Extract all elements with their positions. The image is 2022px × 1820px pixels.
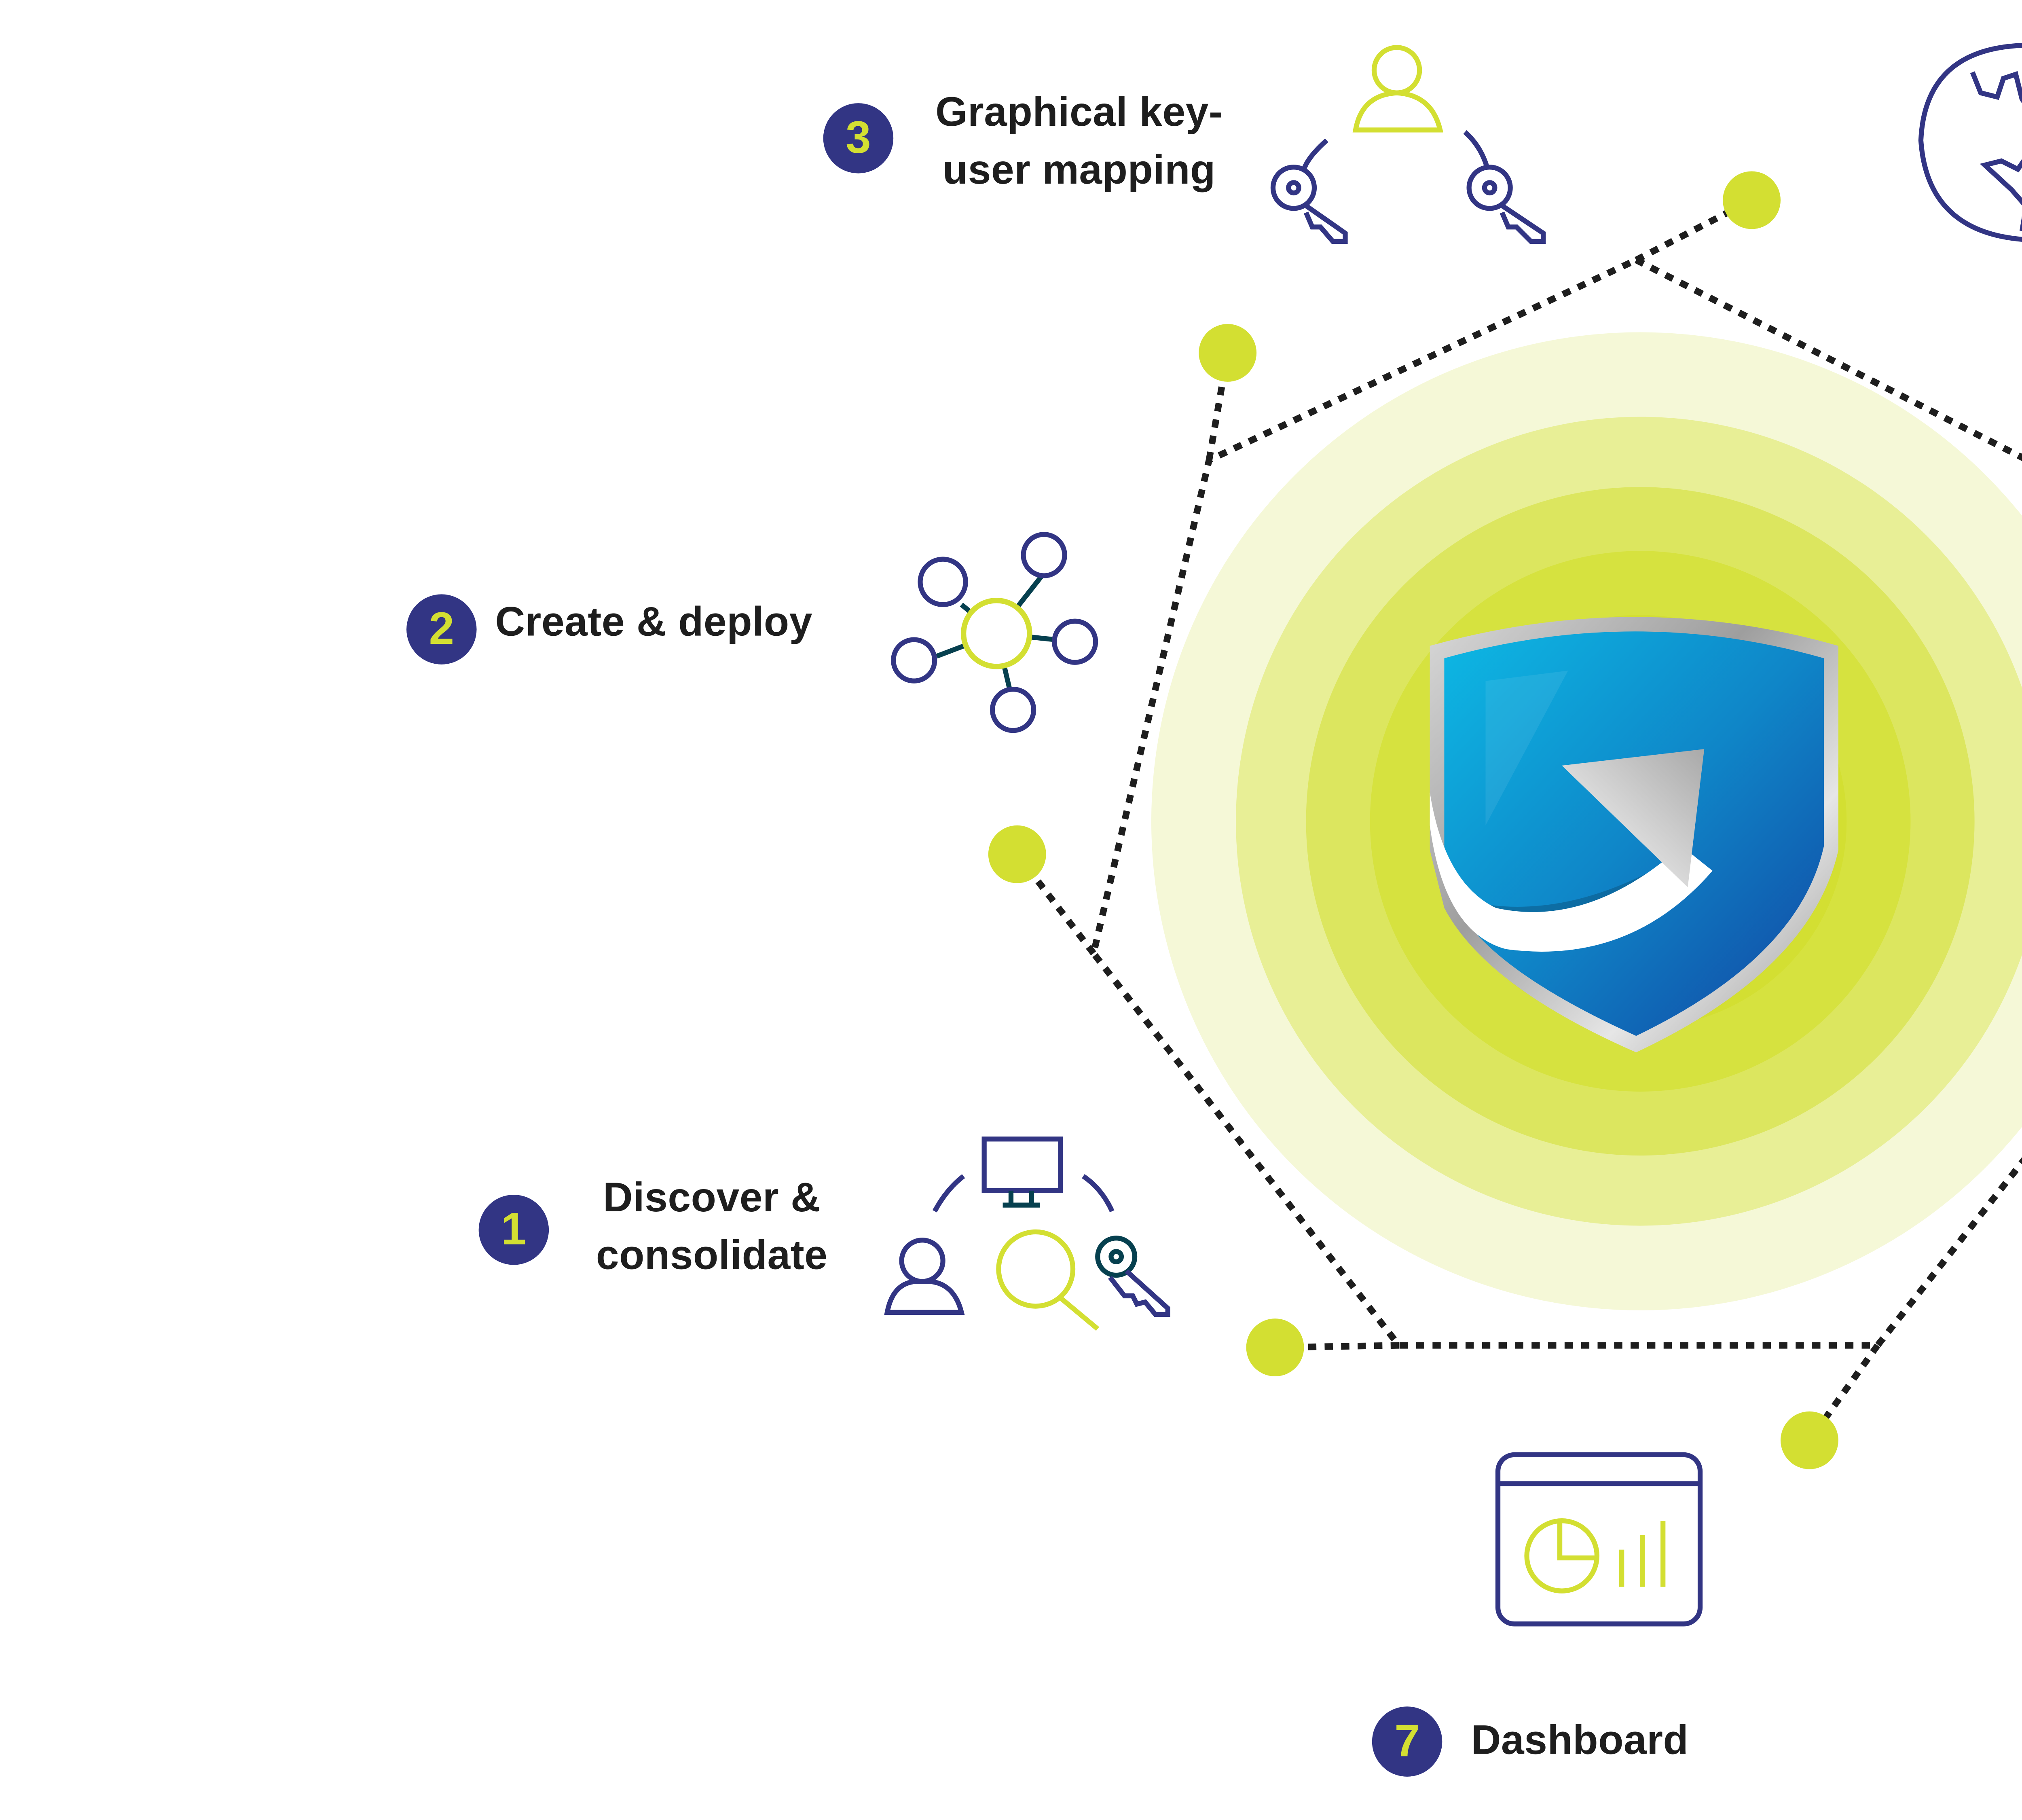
node-dot [1781, 1411, 1838, 1469]
label-line: Graphical key- [935, 91, 1223, 136]
label-line: Discover & [603, 1176, 821, 1222]
step-label-dashboard: Dashboard [1471, 1718, 1689, 1765]
node-dot [1246, 1318, 1304, 1377]
step-badge-3: 3 [823, 103, 894, 174]
step-label-create-deploy: Create & deploy [495, 600, 812, 646]
label-line: consolidate [596, 1234, 828, 1280]
node-dot [988, 825, 1046, 883]
step-badge-2: 2 [406, 594, 477, 665]
step-badge-1: 1 [478, 1195, 549, 1265]
step-label-key-user-mapping: Graphical key- user mapping [908, 85, 1250, 200]
step-badge-7: 7 [1372, 1706, 1442, 1777]
label-line: user mapping [942, 148, 1216, 194]
shield-logo [1430, 617, 1838, 1053]
step-label-discover-consolidate: Discover & consolidate [569, 1170, 854, 1286]
node-dot [1199, 324, 1257, 382]
node-dots [988, 171, 1838, 1469]
node-dot [1723, 171, 1781, 229]
